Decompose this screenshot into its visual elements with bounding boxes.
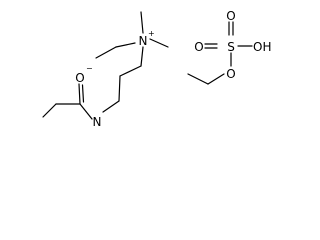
bond-ch2-ch3 (187, 73, 209, 85)
bond-ethyl-ch2-n (115, 42, 136, 48)
atom-s: S (227, 40, 235, 54)
bond-chain-3 (102, 100, 120, 113)
bond-propanoyl-2 (42, 103, 57, 118)
bond-amide-n-c (79, 103, 93, 120)
atom-o-left: O (194, 40, 203, 54)
atom-o-top: O (226, 9, 235, 23)
atom-o-ester: O (226, 67, 235, 81)
bond-n-chain (140, 46, 144, 67)
bond-carbonyl-inner (81, 84, 85, 103)
bond-chain-1 (119, 65, 142, 77)
atom-o-carbonyl: O (75, 71, 84, 85)
cation-molecule: O − N N + (42, 11, 169, 129)
bond-n-methyl-up (140, 11, 144, 34)
atom-n-quaternary: N (139, 34, 148, 48)
bond-chain-2 (118, 75, 121, 102)
bond-carbonyl-outer (78, 83, 81, 105)
chemical-structure-drawing: O − N N + S O O OH O (42, 9, 271, 129)
bond-o-ch2 (207, 73, 225, 85)
charge-n-quaternary: + (148, 29, 155, 38)
atom-n-amide: N (93, 115, 102, 129)
atom-oh: OH (253, 40, 271, 54)
charge-o-carbonyl: − (86, 64, 93, 73)
bond-ethyl-ch3-ch2 (95, 46, 117, 59)
anion-molecule: S O O OH O (187, 9, 271, 85)
bond-n-methyl-right (149, 38, 169, 48)
